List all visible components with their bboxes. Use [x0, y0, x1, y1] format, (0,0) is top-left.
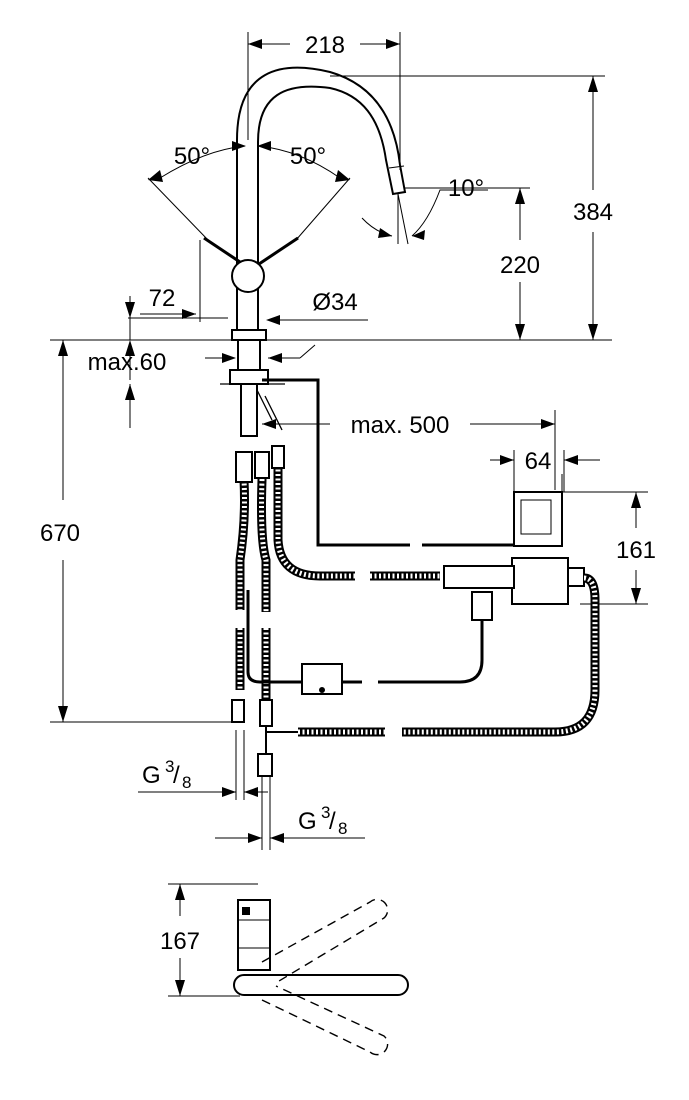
svg-text:3: 3 — [165, 757, 174, 776]
svg-text:8: 8 — [182, 773, 191, 792]
svg-text:3: 3 — [321, 803, 330, 822]
label-angle-right: 50° — [290, 143, 326, 170]
faucet-side-view — [203, 66, 407, 437]
hoses-and-control-box — [231, 378, 600, 777]
label-connection-left: G 3 / 8 — [142, 757, 191, 792]
label-deck-thickness: max.60 — [88, 349, 167, 376]
svg-text:G: G — [298, 808, 317, 835]
dimension-labels: 218 50° 50° 10° 384 220 72 Ø34 max.60 67… — [40, 32, 656, 955]
svg-text:/: / — [329, 808, 336, 835]
label-cable-length: max. 500 — [351, 412, 450, 439]
label-connection-right: G 3 / 8 — [298, 803, 347, 838]
label-lever-height: 72 — [149, 285, 176, 312]
label-base-diameter: Ø34 — [312, 289, 357, 316]
svg-text:G: G — [142, 762, 161, 789]
faucet-top-view — [168, 883, 409, 1056]
label-top-view-depth: 167 — [160, 928, 200, 955]
svg-text:/: / — [173, 762, 180, 789]
label-box-height: 161 — [616, 537, 656, 564]
label-box-width: 64 — [525, 448, 552, 475]
dimension-lines — [50, 32, 648, 850]
label-total-height: 384 — [573, 199, 613, 226]
label-angle-left: 50° — [174, 143, 210, 170]
svg-text:8: 8 — [338, 819, 347, 838]
label-spout-height: 220 — [500, 252, 540, 279]
label-spout-reach: 218 — [305, 32, 345, 59]
label-spout-angle: 10° — [448, 175, 484, 202]
label-below-deck: 670 — [40, 520, 80, 547]
